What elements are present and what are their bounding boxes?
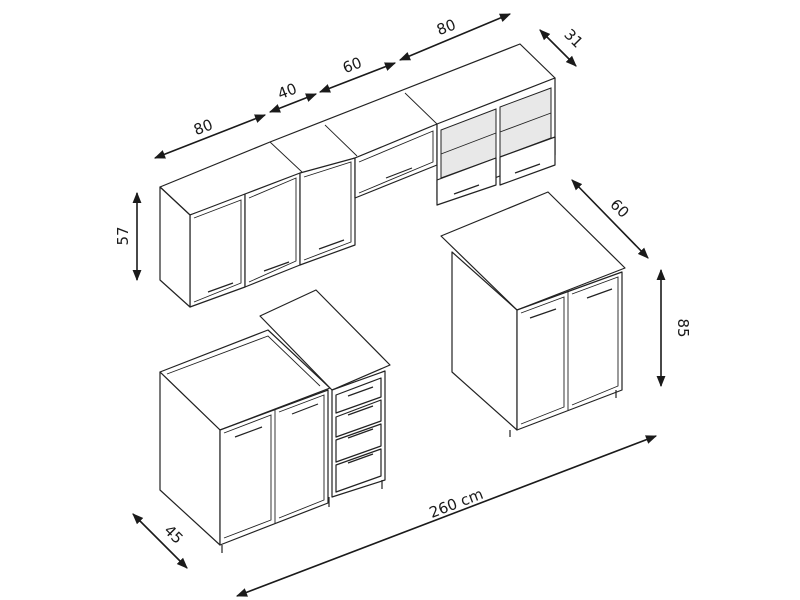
- handle-icon: [207, 239, 345, 293]
- glass-cabinet-drawer-2: [499, 136, 556, 186]
- base-cabinet-right: [440, 191, 626, 437]
- handle-icon: [514, 163, 541, 174]
- wall-cabinet-door-3: [299, 157, 356, 266]
- dim-label-wall-60: 60: [340, 54, 364, 78]
- worktop-right: [440, 191, 626, 311]
- handle-icon: [529, 308, 557, 319]
- handle-icon: [385, 167, 413, 179]
- worktop-drawer-cabinet: [259, 289, 391, 391]
- wall-cabinets: [159, 43, 556, 308]
- dim-label-wall-80-left: 80: [191, 116, 215, 140]
- handle-icon: [347, 405, 374, 416]
- base-cabinet-left: [159, 329, 331, 553]
- drawer-1: [335, 377, 382, 414]
- dim-label-wall-height: 57: [114, 226, 132, 245]
- dim-label-wall-40: 40: [275, 80, 299, 104]
- handle-icon: [586, 288, 613, 299]
- glass-cabinet-drawer-1: [436, 157, 497, 206]
- handle-icon: [453, 184, 480, 195]
- handle-icon: [291, 403, 319, 415]
- drawer-2: [335, 399, 382, 438]
- dim-label-base-depth-left: 45: [160, 521, 186, 547]
- dim-label-wall-depth: 31: [560, 25, 586, 51]
- dim-label-base-height: 85: [674, 318, 692, 337]
- dim-label-total-width: 260 cm: [427, 485, 486, 522]
- handle-icon: [234, 426, 263, 438]
- dimension-arrows: [132, 13, 666, 597]
- dim-label-wall-80-right: 80: [434, 16, 458, 40]
- handle-icon: [347, 386, 374, 397]
- dim-label-base-depth-right: 60: [606, 195, 632, 221]
